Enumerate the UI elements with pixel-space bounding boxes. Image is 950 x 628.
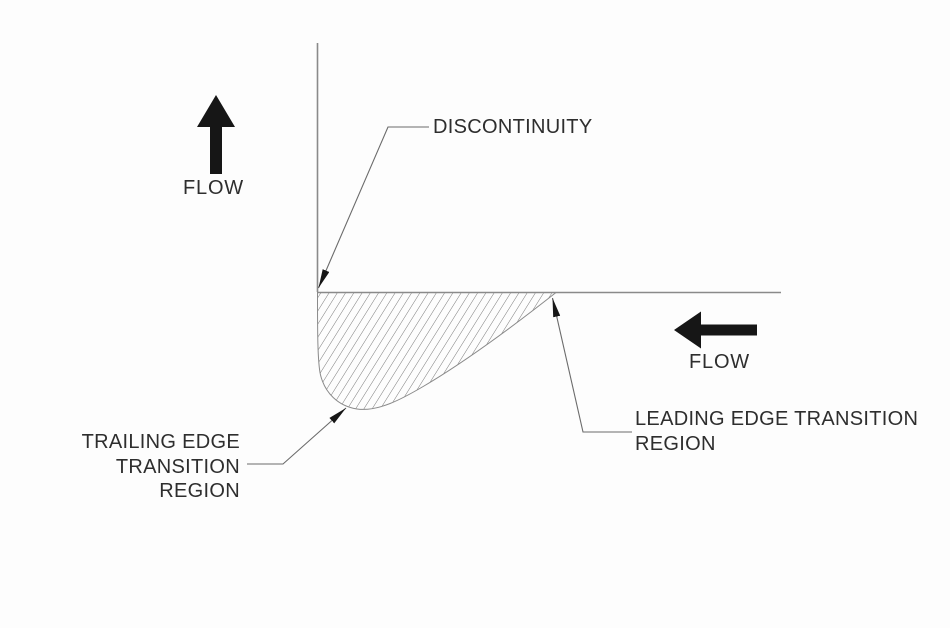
discontinuity-leader-line [317, 126, 429, 289]
trailing-edge-leader-line [247, 407, 347, 465]
leading-edge-transition-label: LEADING EDGE TRANSITION REGION [635, 407, 918, 457]
flow-vertical-label: FLOW [183, 177, 244, 199]
trailing-edge-label-line3: REGION [159, 480, 240, 502]
flow-left-arrow-icon [674, 311, 757, 349]
leading-edge-leader-line [551, 297, 632, 433]
leading-edge-label-line2: REGION [635, 433, 716, 455]
hatched-transition-region [316, 292, 558, 410]
discontinuity-label: DISCONTINUITY [433, 116, 593, 138]
trailing-edge-label-line1: TRAILING EDGE [81, 431, 240, 453]
flow-horizontal-label: FLOW [689, 351, 750, 373]
trailing-edge-label-line2: TRANSITION [115, 455, 240, 478]
leading-edge-label-line1: LEADING EDGE TRANSITION [635, 408, 919, 430]
flow-up-arrow-icon [197, 95, 235, 174]
trailing-edge-transition-label: TRAILING EDGE TRANSITION REGION [60, 430, 240, 504]
